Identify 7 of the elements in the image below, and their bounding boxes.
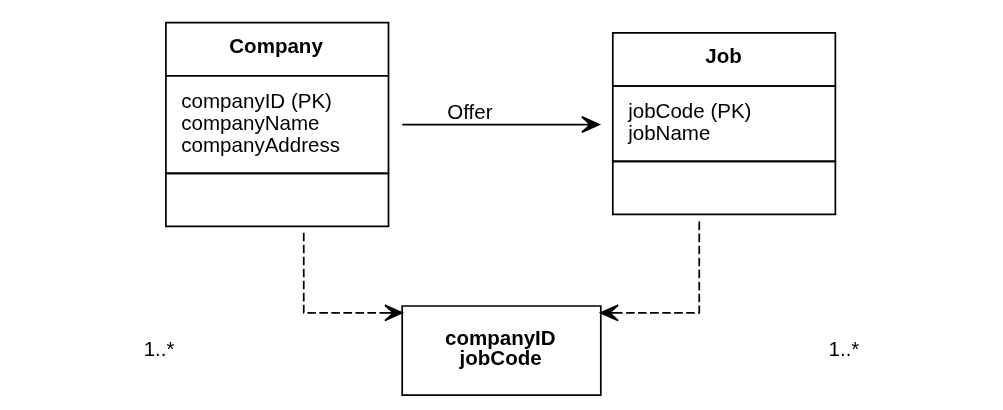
edge-label: Offer [447,99,493,123]
node-box: companyID jobCode [401,305,602,396]
arrow [401,115,600,134]
arrow [600,220,701,322]
arrow [302,231,403,322]
label: 1..* [828,336,860,360]
label: 1..* [143,336,175,360]
